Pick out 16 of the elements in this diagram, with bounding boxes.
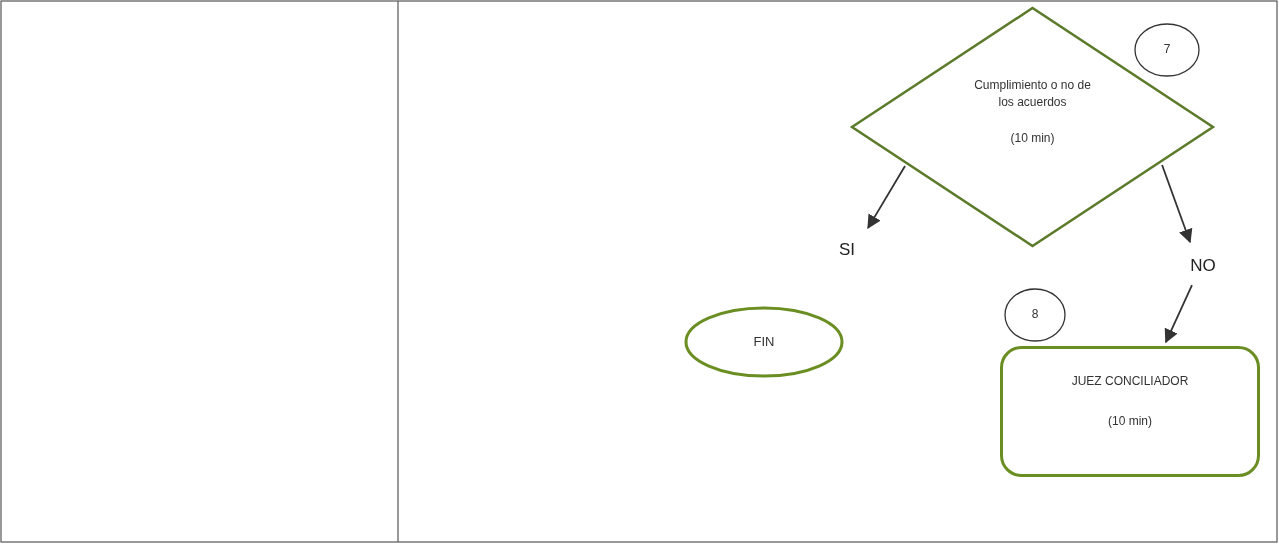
- branch-label: SI: [838, 238, 856, 261]
- step-number-circle: [1134, 23, 1200, 77]
- node-text: JUEZ CONCILIADOR: [1071, 373, 1189, 391]
- arrow: [1161, 164, 1193, 244]
- process-box: [1000, 346, 1260, 477]
- node-text: 8: [1031, 306, 1039, 324]
- node-text: Cumplimiento o no de los acuerdos: [973, 76, 1092, 112]
- branch-label: NO: [1190, 254, 1216, 277]
- step-number-circle: [1004, 288, 1066, 342]
- arrow: [1164, 284, 1193, 344]
- node-text: 7: [1163, 41, 1171, 59]
- node-text: FIN: [753, 332, 775, 351]
- terminal-ellipse: [684, 306, 844, 378]
- node-text: (10 min): [1010, 129, 1055, 147]
- arrow: [867, 165, 906, 230]
- node-text: (10 min): [1108, 412, 1152, 430]
